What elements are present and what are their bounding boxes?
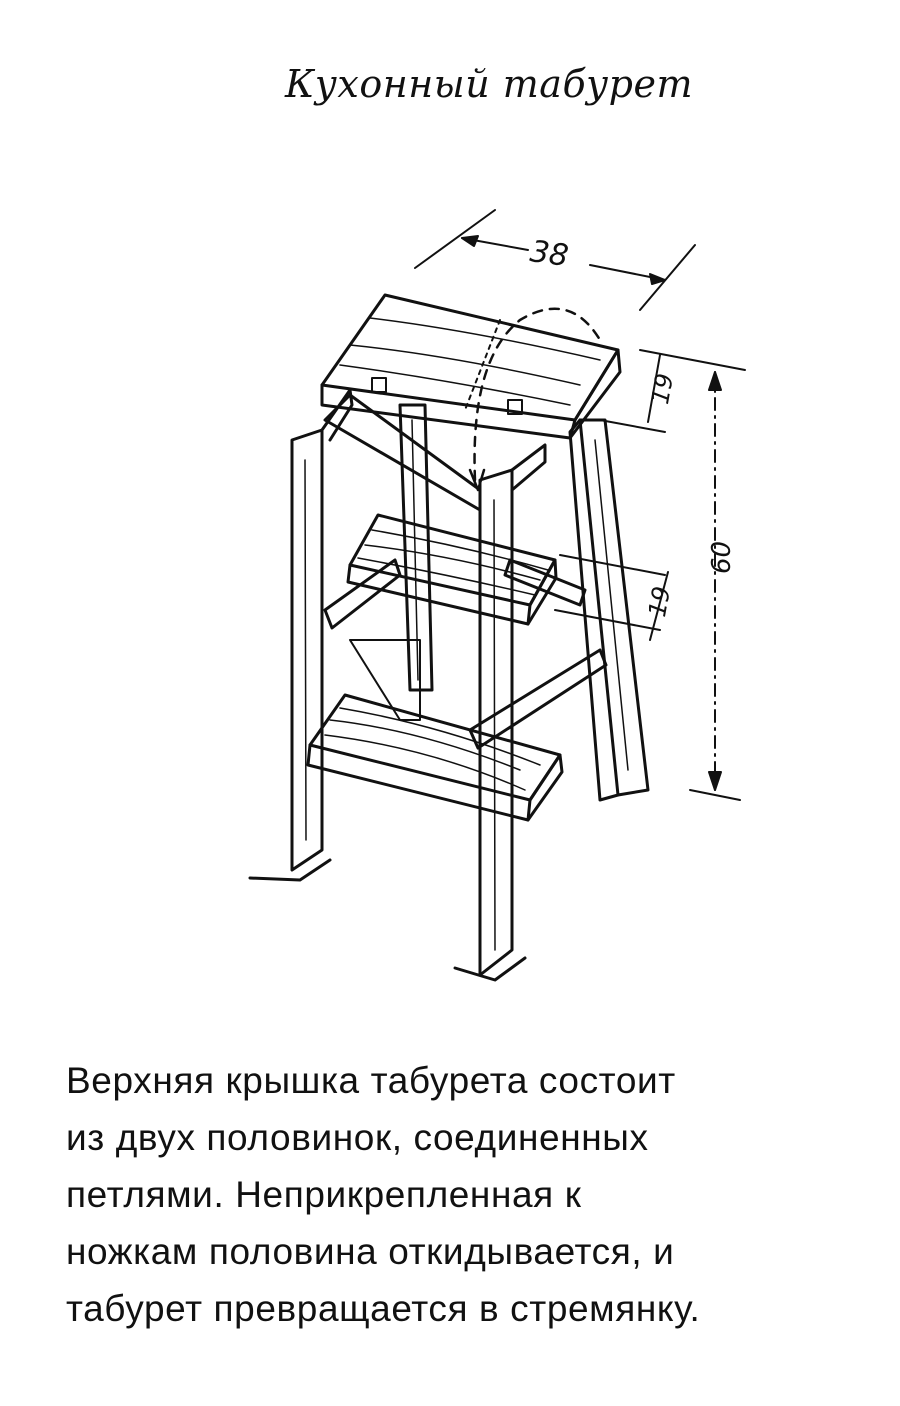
dim-label-width: 38 bbox=[528, 234, 571, 274]
dimension-width bbox=[414, 209, 696, 311]
caption-line: из двух половинок, соединенных bbox=[66, 1117, 649, 1158]
middle-step bbox=[346, 513, 558, 626]
back-right-leg bbox=[568, 418, 650, 802]
back-left-leg bbox=[398, 403, 434, 692]
page-title: Кухонный табурет bbox=[284, 62, 694, 106]
caption-line: ножкам половина откидывается, и bbox=[66, 1231, 675, 1272]
seat-top bbox=[320, 293, 622, 440]
stool-drawing: 38 19 19 60 bbox=[248, 209, 746, 982]
dimension-heights bbox=[554, 349, 746, 801]
lower-step bbox=[306, 693, 564, 822]
dim-label-total-height: 60 bbox=[707, 541, 737, 574]
swing-arc bbox=[473, 307, 602, 482]
caption-line: петлями. Неприкрепленная к bbox=[66, 1174, 582, 1215]
caption-line: Верхняя крышка табурета состоит bbox=[66, 1060, 676, 1101]
front-right-leg bbox=[453, 443, 547, 982]
rear-braces bbox=[323, 558, 608, 750]
dim-label-step-height: 19 bbox=[643, 584, 676, 619]
caption: Верхняя крышка табурета состоит из двух … bbox=[66, 1052, 846, 1337]
caption-line: табурет превращается в стремянку. bbox=[66, 1288, 701, 1329]
dim-label-top-height: 19 bbox=[646, 371, 679, 406]
front-left-leg bbox=[248, 388, 354, 882]
